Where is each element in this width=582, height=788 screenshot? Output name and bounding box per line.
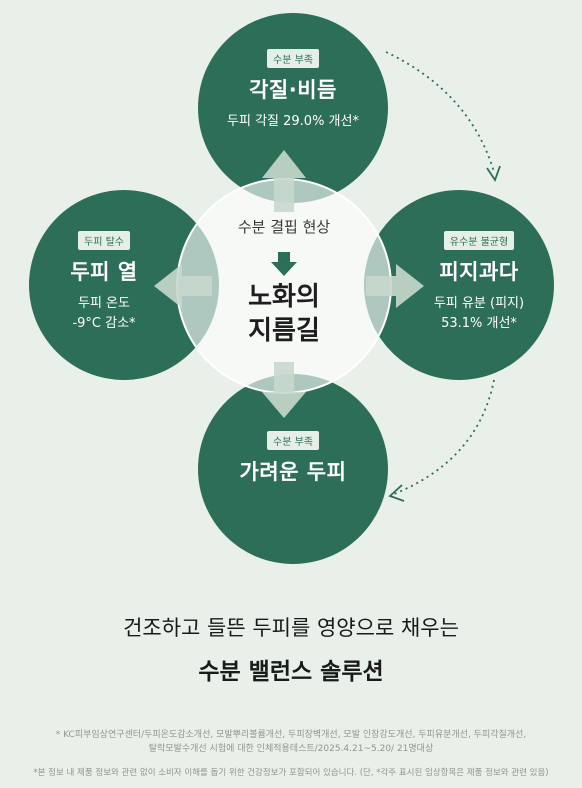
center-node: 수분 결핍 현상 노화의 지름길 [176,178,392,394]
node-right-desc-line2: 53.1% 개선* [441,316,517,331]
arrow-up-icon [262,150,306,212]
center-title-line2: 지름길 [248,316,320,346]
node-right-desc-line1: 두피 유분 (피지) [433,296,525,311]
arrow-down-icon [262,362,306,418]
node-left-desc-line1: 두피 온도 [78,296,130,311]
node-top-title: 각질·비듬 [249,78,337,102]
node-right-badge: 유수분 불균형 [443,231,515,250]
arrows-layer [154,51,501,502]
node-right-title: 피지과다 [439,260,519,284]
node-left-badge: 두피 탈수 [78,231,130,250]
arrow-left-icon [154,264,212,308]
node-bottom-title: 가려운 두피 [239,460,347,484]
headline-line1: 건조하고 들뜬 두피를 영양으로 채우는 [123,616,459,640]
node-left: 두피 탈수 두피 열 두피 온도 -9°C 감소* [29,230,179,334]
node-left-desc-line2: -9°C 감소* [72,316,136,331]
node-left-title: 두피 열 [70,260,138,284]
node-bottom-badge: 수분 부족 [267,431,319,450]
headline-line2: 수분 밸런스 솔루션 [198,659,384,685]
diagram: 수분 부족 각질·비듬 두피 각질 29.0% 개선* 두피 탈수 두피 열 두… [29,13,554,564]
center-title-line1: 노화의 [248,282,320,312]
node-top-badge: 수분 부족 [267,49,319,68]
dotted-arrow-top-right-head-icon [486,165,501,182]
dotted-arrow-right-bottom-head-icon [388,484,405,502]
center-subtitle: 수분 결핍 현상 [237,218,331,236]
footnote-line2: 탈락모발수개선 시험에 대한 인체적용테스트/2025.4.21~5.20/ 2… [148,744,434,754]
dotted-arrow-top-right-icon [385,51,495,173]
arrow-right-icon [366,264,424,308]
center-down-arrow-icon [271,252,297,276]
dotted-arrow-right-bottom-icon [393,379,495,495]
node-top-desc: 두피 각질 29.0% 개선* [227,114,359,129]
footnote-line1: * KC피부임상연구센터/두피온도감소개선, 모발뿌리볼륨개선, 두피장벽개선,… [55,730,527,740]
node-top: 수분 부족 각질·비듬 두피 각질 29.0% 개선* [198,48,388,132]
footnote-line3: *본 정보 내 제품 정보와 관련 없이 소비자 이해를 돕기 위한 건강정보가… [33,768,549,778]
node-bottom: 수분 부족 가려운 두피 [198,430,388,486]
node-right: 유수분 불균형 피지과다 두피 유분 (피지) 53.1% 개선* [404,230,554,334]
